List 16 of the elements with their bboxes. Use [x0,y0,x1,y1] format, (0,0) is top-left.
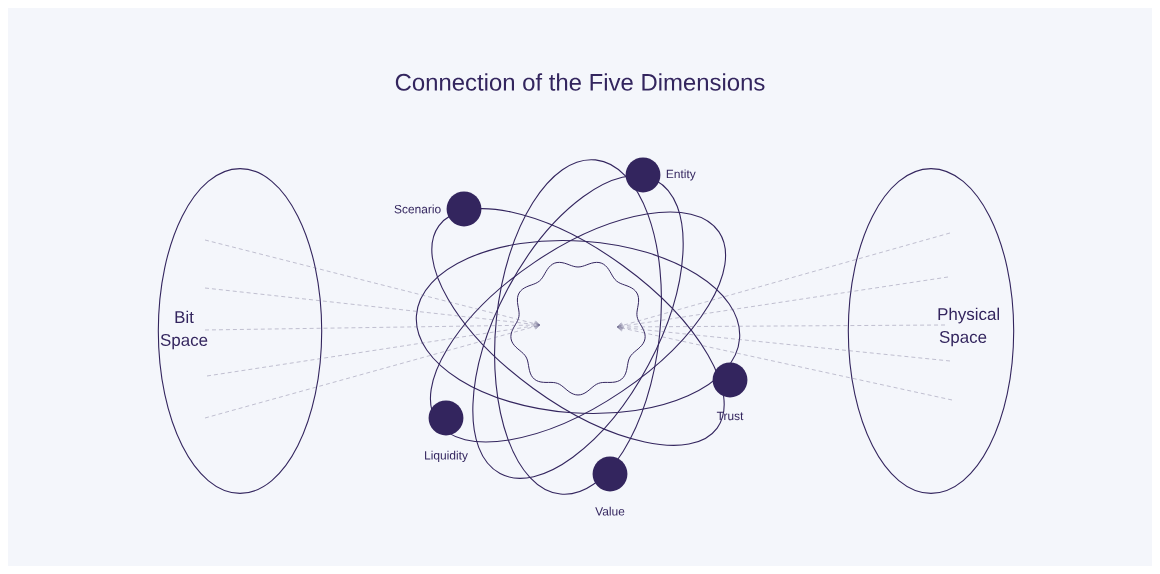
node-label: Liquidity [425,450,468,462]
dashed-arrow [617,325,953,401]
dashed-arrow [204,287,540,328]
title: Connection of the Five Dimensions [395,73,765,91]
node-label: Entity [666,169,696,181]
dashed-arrow [617,232,951,329]
dashed-arrow [204,321,540,331]
space-label: Physical Space [938,307,999,347]
dashed-arrow [617,323,946,331]
dashed-arrow [204,239,540,327]
dashed-arrow [206,322,540,377]
node-label: Scenario [394,204,441,214]
node-label: Value [595,506,625,516]
dashed-arrow [617,324,951,362]
space-label: Bit Space [160,310,208,350]
dashed-arrow [204,323,540,419]
